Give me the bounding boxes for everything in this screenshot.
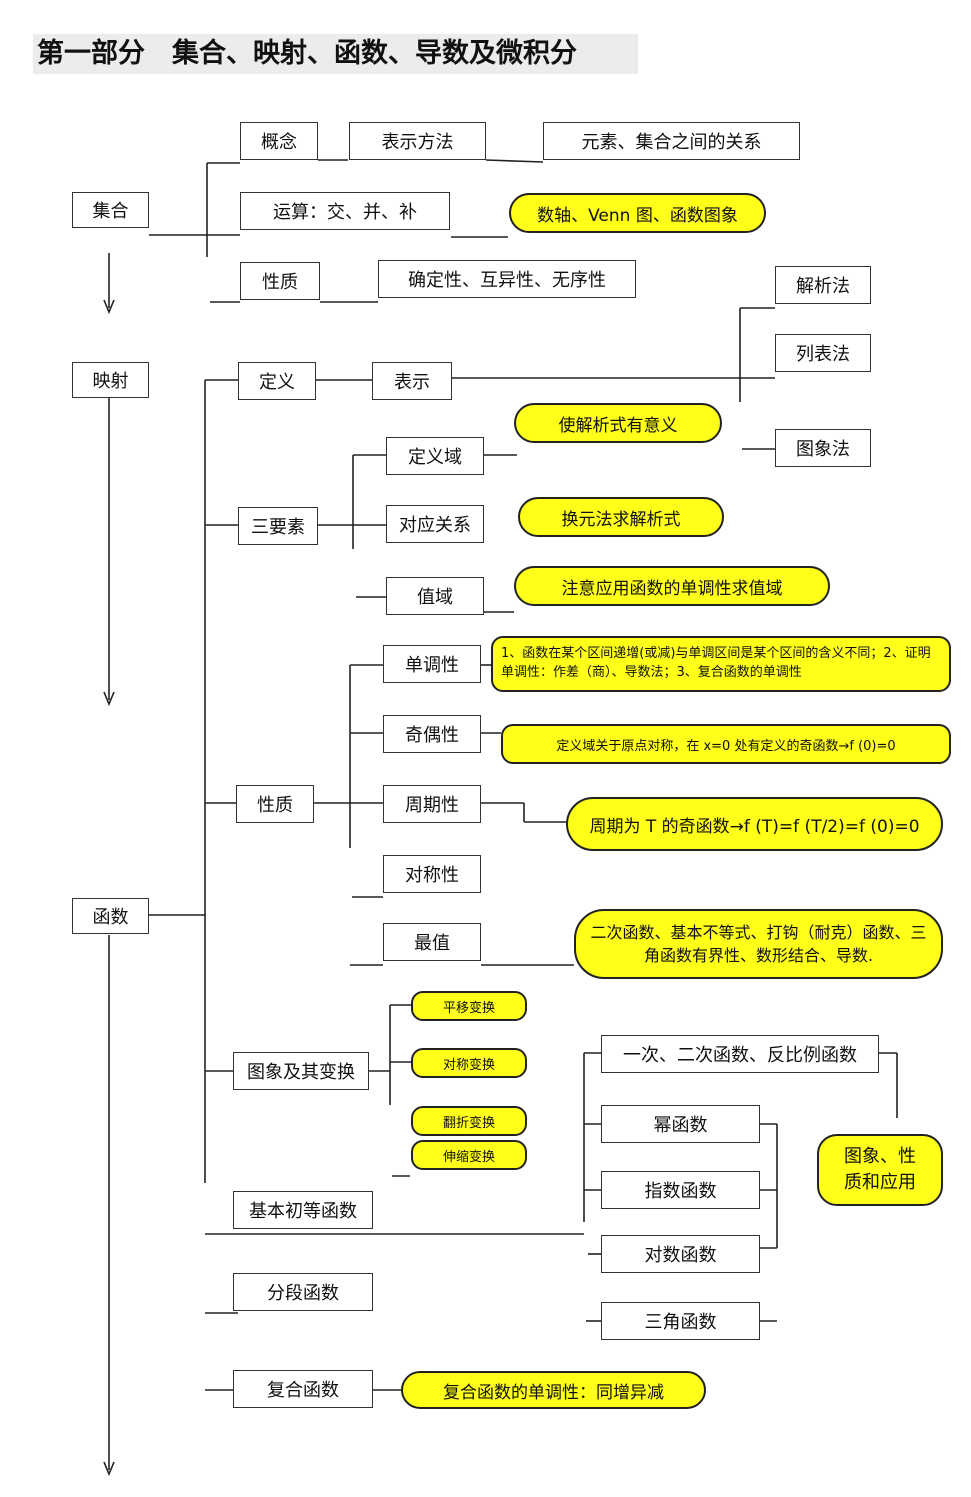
node-sanyaosu: 三要素 xyxy=(238,507,318,545)
node-fuhe: 复合函数 xyxy=(233,1370,373,1408)
node-duishu: 对数函数 xyxy=(601,1235,760,1273)
node-set-xingzhi: 性质 xyxy=(240,262,320,300)
node-duicheng: 对称性 xyxy=(383,855,481,893)
note-zhouqi: 周期为 T 的奇函数→f (T)=f (T/2)=f (0)=0 xyxy=(566,797,943,851)
node-liebiaofa: 列表法 xyxy=(775,334,871,372)
pill-shensuo: 伸缩变换 xyxy=(411,1140,527,1170)
note-zuizhi: 二次函数、基本不等式、打钩（耐克）函数、三角函数有界性、数形结合、导数. xyxy=(574,909,943,979)
node-fenduan: 分段函数 xyxy=(233,1273,373,1311)
node-dingyi: 定义 xyxy=(238,362,316,400)
note-dingyiyu: 使解析式有意义 xyxy=(514,403,722,443)
node-zhouqi: 周期性 xyxy=(383,785,481,823)
node-gainian: 概念 xyxy=(240,122,318,160)
node-biaoshi: 表示 xyxy=(372,362,452,400)
node-jiou: 奇偶性 xyxy=(383,715,481,753)
node-yingshe: 映射 xyxy=(72,362,149,398)
pill-duicheng-bianhuan: 对称变换 xyxy=(411,1048,527,1078)
note-dandiao: 1、函数在某个区间递增(或减)与单调区间是某个区间的含义不同；2、证明单调性：作… xyxy=(491,636,951,692)
note-zhiyu: 注意应用函数的单调性求值域 xyxy=(514,566,830,606)
note-application: 图象、性质和应用 xyxy=(817,1134,943,1206)
node-set-xingzhi-detail: 确定性、互异性、无序性 xyxy=(378,260,636,298)
node-xingzhi: 性质 xyxy=(236,785,314,823)
node-yunsuan: 运算：交、并、补 xyxy=(240,192,450,230)
node-tuxiang-bianhuan: 图象及其变换 xyxy=(233,1052,369,1090)
node-biaoshi-fangfa: 表示方法 xyxy=(349,122,486,160)
node-jiben-chudeng: 基本初等函数 xyxy=(233,1191,373,1229)
node-mi: 幂函数 xyxy=(601,1105,760,1143)
note-fuhe: 复合函数的单调性：同增异减 xyxy=(401,1371,706,1409)
node-dingyiyu: 定义域 xyxy=(386,437,484,475)
pill-pingyi: 平移变换 xyxy=(411,991,527,1021)
note-shuzhou: 数轴、Venn 图、函数图象 xyxy=(509,193,766,233)
node-sanjiao: 三角函数 xyxy=(601,1302,760,1340)
node-duiying: 对应关系 xyxy=(386,505,484,543)
node-jihe: 集合 xyxy=(72,192,149,228)
note-duiying: 换元法求解析式 xyxy=(518,497,724,537)
note-jiou: 定义域关于原点对称，在 x=0 处有定义的奇函数→f (0)=0 xyxy=(501,724,951,764)
pill-fanzhe: 翻折变换 xyxy=(411,1106,527,1136)
page-title: 第一部分 集合、映射、函数、导数及微积分 xyxy=(33,34,638,74)
node-zuizhi: 最值 xyxy=(383,923,481,961)
node-dandiao: 单调性 xyxy=(383,645,481,683)
node-zhiyu: 值域 xyxy=(386,577,484,615)
node-hanshu: 函数 xyxy=(72,898,149,934)
node-tuxiangfa: 图象法 xyxy=(775,429,871,467)
node-yuansu-guanxi: 元素、集合之间的关系 xyxy=(543,122,800,160)
node-yici: 一次、二次函数、反比例函数 xyxy=(601,1035,879,1073)
node-zhishu: 指数函数 xyxy=(601,1171,760,1209)
node-jiexifa: 解析法 xyxy=(775,266,871,304)
